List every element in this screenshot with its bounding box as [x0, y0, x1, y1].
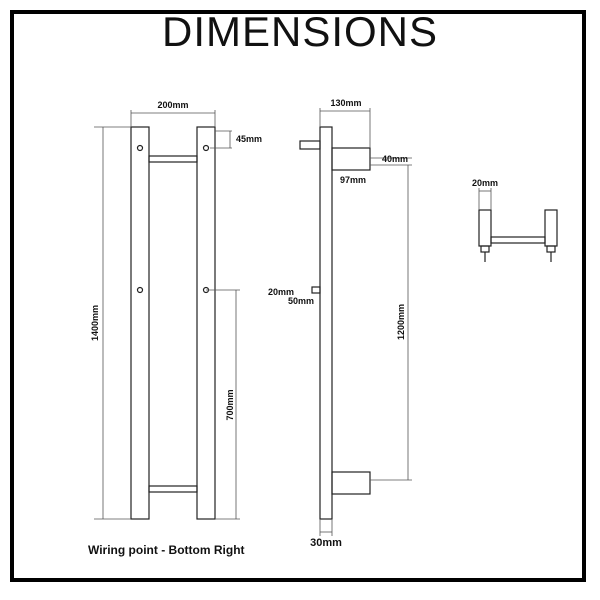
wiring-caption: Wiring point - Bottom Right — [88, 543, 245, 557]
side-top-bar — [331, 147, 371, 171]
front-left-mid-hole — [136, 286, 144, 294]
front-bottom-crossbar — [148, 485, 198, 493]
side-rail — [319, 126, 333, 520]
side-bottom-bar — [331, 471, 371, 495]
side-wall-bracket — [299, 140, 321, 150]
top-view-crossbar — [490, 236, 546, 244]
label-1400mm: 1400mm — [90, 305, 100, 341]
label-20mm-top: 20mm — [472, 178, 498, 188]
front-left-top-hole — [136, 144, 144, 152]
diagram-frame — [10, 10, 586, 582]
front-right-top-hole — [202, 144, 210, 152]
side-mid-bracket — [311, 286, 321, 294]
label-97mm: 97mm — [340, 175, 366, 185]
top-view-right-base — [546, 245, 556, 253]
label-200mm: 200mm — [157, 100, 188, 110]
top-view-right-post — [544, 209, 558, 247]
label-1200mm: 1200mm — [396, 304, 406, 340]
front-right-rail — [196, 126, 216, 520]
top-view-left-base — [480, 245, 490, 253]
label-50mm: 50mm — [288, 296, 314, 306]
label-40mm: 40mm — [382, 154, 408, 164]
page-title: DIMENSIONS — [161, 8, 439, 55]
label-20mm-side: 20mm — [268, 287, 294, 297]
front-top-crossbar — [148, 155, 198, 163]
label-45mm: 45mm — [236, 134, 262, 144]
label-130mm: 130mm — [330, 98, 361, 108]
label-30mm: 30mm — [310, 537, 342, 549]
front-left-rail — [130, 126, 150, 520]
top-view-left-post — [478, 209, 492, 247]
label-700mm: 700mm — [225, 389, 235, 420]
